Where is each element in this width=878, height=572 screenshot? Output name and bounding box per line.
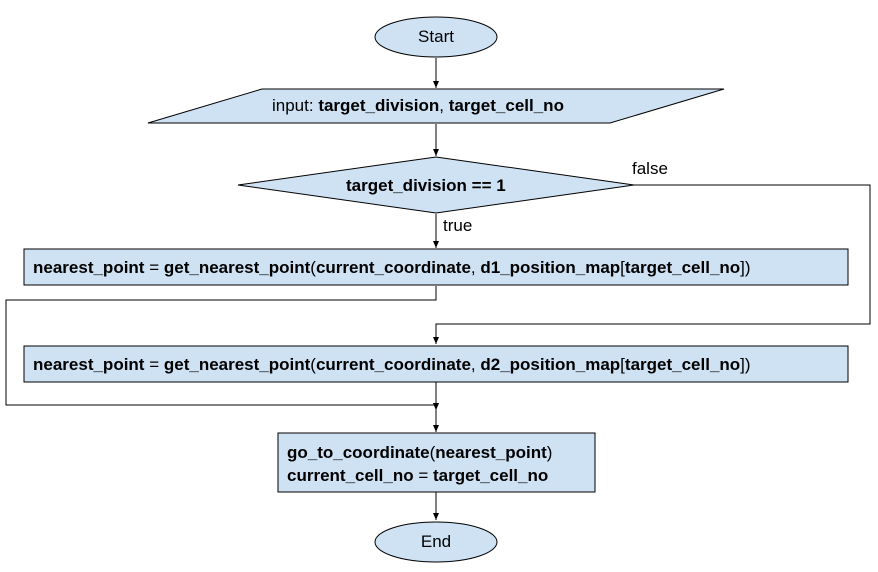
process-d2-text: nearest_point = get_nearest_point(curren… [33,355,751,375]
d2-close: ]) [740,355,751,374]
goto-arg: nearest_point [435,443,547,462]
d1-lhs: nearest_point [33,258,145,277]
goto-close-paren: ) [546,443,553,462]
d2-comma: , [470,355,481,374]
start-label: Start [418,27,454,46]
d1-open-paren: ( [310,258,316,277]
assign-rhs: target_cell_no [432,466,549,485]
input-separator: , [439,96,449,115]
d1-arg-coordinate: current_coordinate [315,258,471,277]
goto-open-paren: ( [429,443,436,462]
assign-lhs: current_cell_no [287,466,414,485]
input-label: input: target_division, target_cell_no [272,96,564,116]
input-var-target-cell-no: target_cell_no [448,96,564,115]
process-goto-line2: current_cell_no = target_cell_no [287,466,548,486]
d2-open-paren: ( [310,355,316,374]
d1-position-map: d1_position_map [480,258,621,277]
decision-diamond [237,156,635,214]
d2-arg-coordinate: current_coordinate [315,355,471,374]
process-box-d2 [23,345,849,383]
d1-left-bracket: [ [620,258,625,277]
d2-left-bracket: [ [620,355,625,374]
d1-close: ]) [740,258,751,277]
goto-function: go_to_coordinate [287,443,430,462]
d2-function: get_nearest_point [163,355,311,374]
d1-comma: , [470,258,481,277]
true-branch-label: true [443,216,473,235]
input-prefix: input: [272,96,319,115]
d1-function: get_nearest_point [163,258,311,277]
end-label: End [420,532,452,551]
assign-equals: = [413,466,433,485]
input-parallelogram [147,88,725,124]
d1-index: target_cell_no [624,258,741,277]
start-terminator [374,16,498,58]
decision-condition: target_division == 1 [346,176,506,195]
d2-index: target_cell_no [624,355,741,374]
connector-false-branch [433,184,871,344]
input-var-target-division: target_division [318,96,440,115]
d2-equals: = [144,355,164,374]
process-box-d1 [23,248,849,286]
d2-position-map: d2_position_map [480,355,621,374]
process-goto-line1: go_to_coordinate(nearest_point) [287,443,552,463]
d2-lhs: nearest_point [33,355,145,374]
end-terminator [374,521,498,563]
process-d1-text: nearest_point = get_nearest_point(curren… [33,258,751,278]
false-branch-label: false [632,159,668,178]
process-box-goto [277,432,596,493]
d1-equals: = [144,258,164,277]
